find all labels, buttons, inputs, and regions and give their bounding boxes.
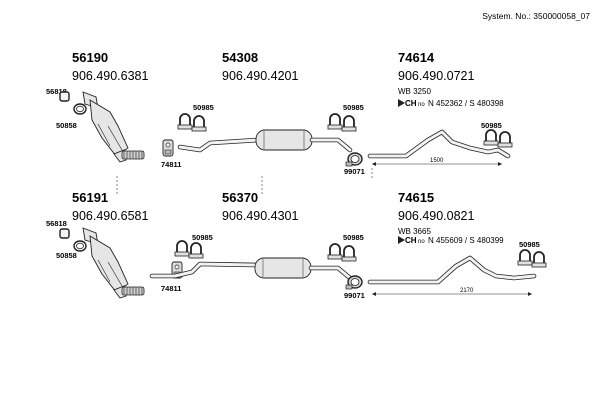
- assembly-code-middle: 54308: [222, 50, 258, 65]
- label-bracket-lower: 74811: [161, 284, 181, 293]
- clamp-pair-icon: [177, 113, 207, 132]
- clamp-pair-icon: [174, 240, 204, 259]
- label-bracket-lower: 74811: [161, 160, 181, 169]
- wheelbase-label: WB 3665: [398, 227, 431, 236]
- band-clamp-icon: [345, 152, 363, 167]
- assembly-code-rear: 74614: [398, 50, 435, 65]
- chassis-prefix-sub: no: [418, 239, 425, 245]
- article-number-front: 906.490.6381: [72, 69, 149, 83]
- assembly-code-rear: 74615: [398, 190, 434, 205]
- row-2: 56191 906.490.6581 56370 906.490.4301 74…: [46, 190, 547, 300]
- gasket-pair-icon: [59, 91, 87, 115]
- article-number-front: 906.490.6581: [72, 209, 149, 223]
- label-gasket-ring: 50858: [56, 121, 77, 130]
- clamp-pair-icon: [327, 113, 357, 132]
- chassis-marker-icon: [398, 236, 405, 244]
- system-number: System. No.: 350000058_07: [482, 11, 590, 21]
- middle-silencer-part: [254, 257, 312, 279]
- assembly-code-middle: 56370: [222, 190, 258, 205]
- chassis-range: N 452362 / S 480398: [428, 99, 504, 108]
- chassis-prefix-sub: no: [418, 102, 425, 108]
- assembly-code-front: 56190: [72, 50, 108, 65]
- clamp-pair-icon: [327, 243, 357, 262]
- label-clamp-a: 50985: [192, 233, 213, 242]
- chassis-prefix: CH: [405, 99, 417, 108]
- label-band-clamp: 99071: [344, 167, 365, 176]
- gasket-pair-icon: [59, 228, 87, 252]
- hanger-bracket-icon: [162, 139, 174, 157]
- wheelbase-label: WB 3250: [398, 87, 431, 96]
- label-clamp-b: 50985: [343, 103, 364, 112]
- row-1: 56190 906.490.6381 54308 906.490.4201 74…: [46, 50, 513, 176]
- clamp-pair-icon: [517, 249, 547, 268]
- chassis-range: N 455609 / S 480399: [428, 236, 504, 245]
- label-clamp-c: 50985: [481, 121, 502, 130]
- catalytic-converter-part: [82, 91, 145, 163]
- chassis-prefix: CH: [405, 236, 417, 245]
- length-dimension: 1500: [430, 158, 444, 164]
- assembly-code-front: 56191: [72, 190, 108, 205]
- article-number-rear: 906.490.0721: [398, 69, 475, 83]
- length-dimension: 2170: [460, 288, 474, 294]
- article-number-middle: 906.490.4301: [222, 209, 299, 223]
- label-clamp-c: 50985: [519, 240, 540, 249]
- label-band-clamp: 99071: [344, 291, 365, 300]
- label-gasket-top: 56818: [46, 87, 67, 96]
- label-gasket-top: 56818: [46, 219, 67, 228]
- middle-silencer-part: [255, 129, 313, 151]
- clamp-pair-icon: [483, 129, 513, 148]
- catalytic-converter-part: [82, 227, 145, 299]
- label-gasket-ring: 50858: [56, 251, 77, 260]
- article-number-middle: 906.490.4201: [222, 69, 299, 83]
- label-clamp-a: 50985: [193, 103, 214, 112]
- label-clamp-b: 50985: [343, 233, 364, 242]
- chassis-marker-icon: [398, 99, 405, 107]
- article-number-rear: 906.490.0821: [398, 209, 475, 223]
